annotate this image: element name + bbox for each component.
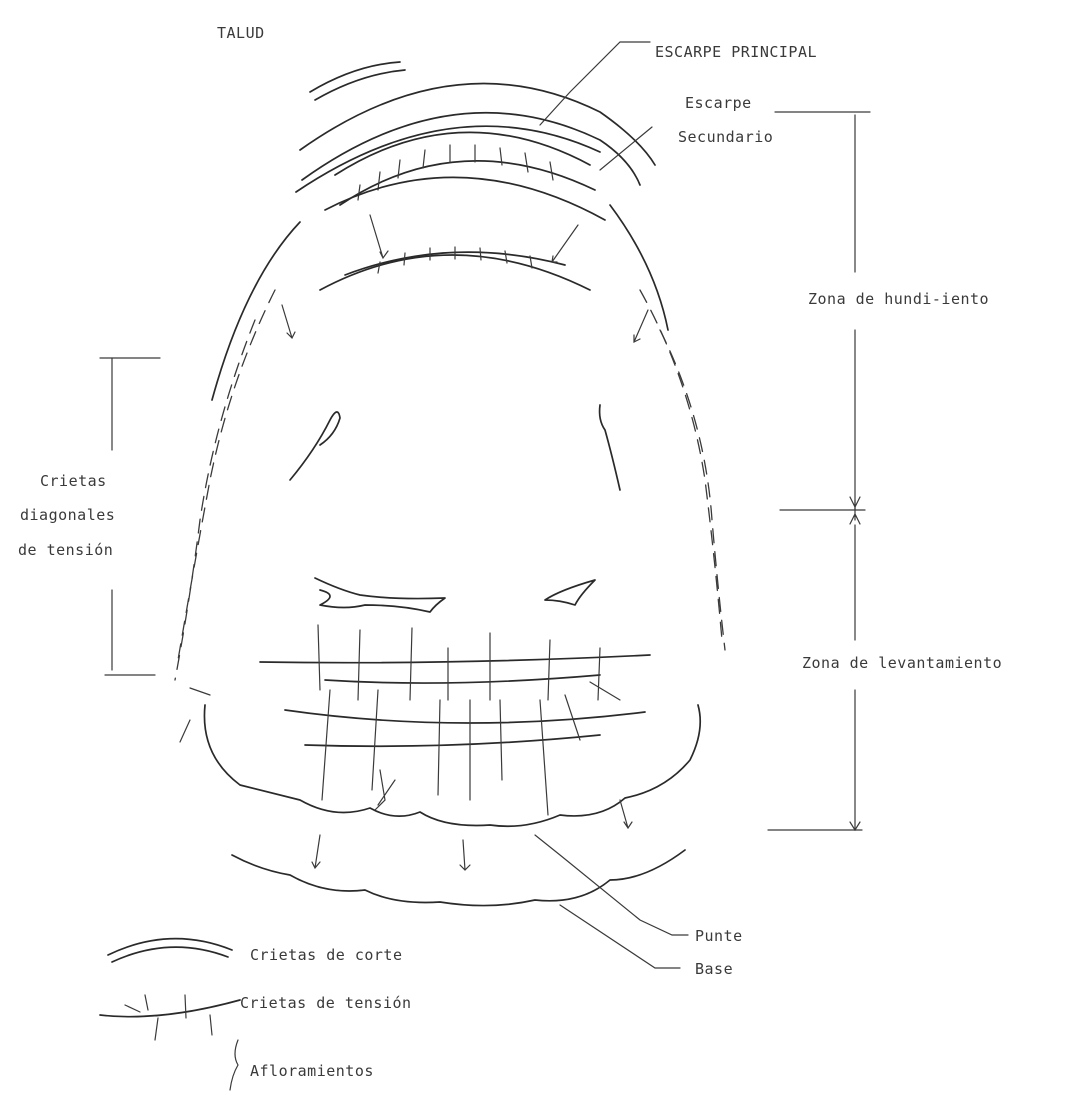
label-grietas-3: de tensión <box>18 541 113 559</box>
legend-afloramientos-label: Afloramientos <box>250 1062 374 1080</box>
leader-lines <box>535 42 870 968</box>
label-zona-hundimiento: Zona de hundi-iento <box>808 290 989 308</box>
legend-tension-symbol <box>100 1000 240 1017</box>
legend-corte-label: Crietas de corte <box>250 946 403 964</box>
legend-symbols <box>100 939 240 1090</box>
label-punte: Punte <box>695 927 743 945</box>
label-grietas-1: Crietas <box>40 472 107 490</box>
label-escarpe-principal: ESCARPE PRINCIPAL <box>655 43 817 61</box>
label-base: Base <box>695 960 733 978</box>
legend-tension-label: Crietas de tensión <box>240 994 412 1012</box>
legend-outcrop-symbol <box>230 1040 238 1090</box>
flanks <box>175 205 725 680</box>
diagonal-cracks <box>290 405 620 612</box>
label-secundario: Secundario <box>678 128 773 146</box>
label-talud: TALUD <box>217 24 265 42</box>
secondary-scarp <box>325 132 605 220</box>
label-escarpe: Escarpe <box>685 94 752 112</box>
inner-block <box>320 215 590 290</box>
main-scarp <box>296 62 655 192</box>
toe-tension-cracks <box>260 625 650 815</box>
label-grietas-2: diagonales <box>20 506 115 524</box>
label-zona-levantamiento: Zona de levantamiento <box>802 654 1002 672</box>
